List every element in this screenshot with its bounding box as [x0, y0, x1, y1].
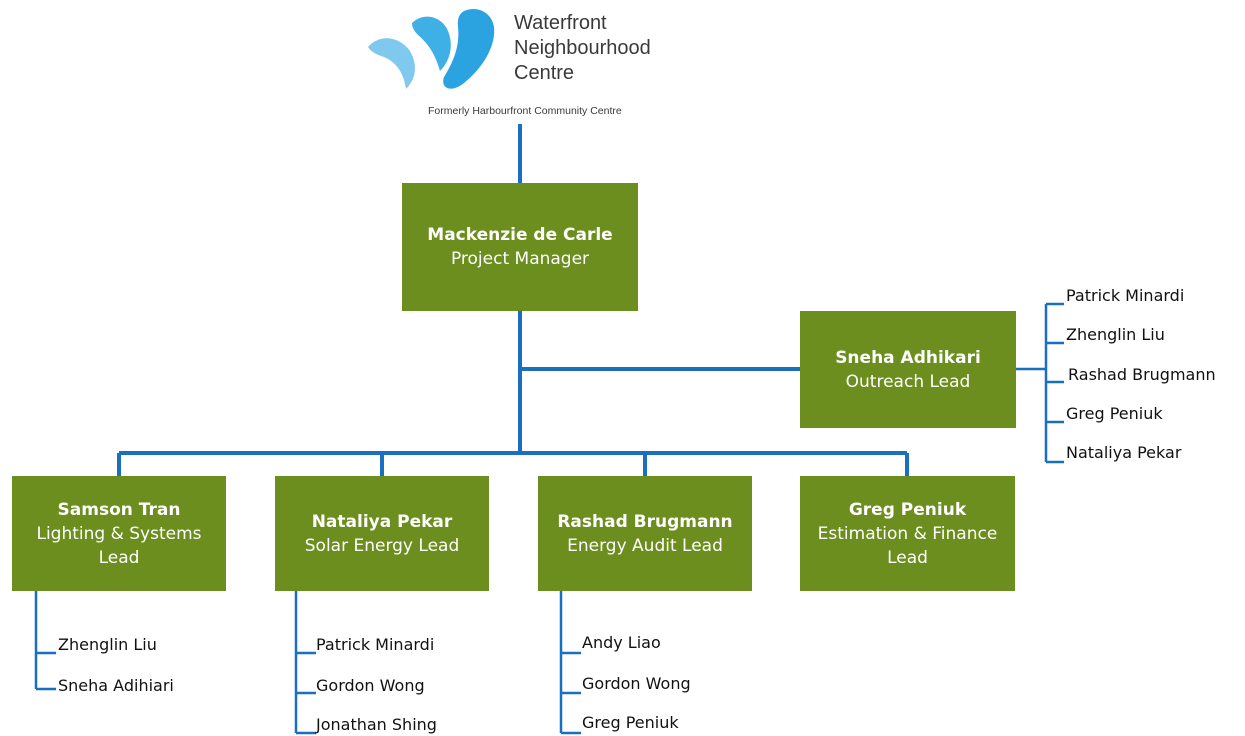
lead-role: Lighting & Systems Lead	[36, 523, 202, 568]
team-member: Gordon Wong	[316, 676, 425, 695]
lead-name: Nataliya Pekar	[311, 511, 453, 532]
outreach-lead-name: Sneha Adhikari	[835, 347, 981, 368]
team-member: Jonathan Shing	[316, 715, 437, 734]
lead-name: Samson Tran	[57, 499, 181, 520]
lead-box-energy-audit: Rashad Brugmann Energy Audit Lead	[538, 476, 752, 591]
outreach-member: Nataliya Pekar	[1066, 443, 1182, 462]
wave-logo-icon	[368, 8, 495, 89]
lead-role: Solar Energy Lead	[304, 535, 460, 556]
outreach-lead-box: Sneha Adhikari Outreach Lead	[800, 311, 1016, 428]
team-member: Andy Liao	[582, 633, 661, 652]
outreach-lead-role: Outreach Lead	[845, 371, 971, 392]
logo-text-line1: Waterfront	[514, 12, 607, 34]
manager-name: Mackenzie de Carle	[427, 225, 613, 245]
manager-box: Mackenzie de Carle Project Manager	[402, 183, 638, 311]
lead-role: Energy Audit Lead	[567, 535, 723, 556]
team-member: Gordon Wong	[582, 674, 691, 693]
team-member: Greg Peniuk	[582, 713, 679, 732]
team-member: Zhenglin Liu	[58, 635, 157, 654]
lead-box-finance: Greg Peniuk Estimation & Finance Lead	[800, 476, 1015, 591]
outreach-member: Patrick Minardi	[1066, 286, 1185, 305]
outreach-member: Rashad Brugmann	[1068, 365, 1216, 384]
outreach-member: Greg Peniuk	[1066, 404, 1163, 423]
organization-logo: Waterfront Neighbourhood Centre Formerly…	[360, 5, 690, 125]
team-member: Sneha Adihiari	[58, 676, 174, 695]
lead-box-solar: Nataliya Pekar Solar Energy Lead	[275, 476, 489, 591]
manager-role: Project Manager	[450, 249, 590, 269]
lead-role: Estimation & Finance Lead	[817, 523, 998, 568]
logo-text-line2: Neighbourhood	[514, 37, 651, 59]
lead-name: Rashad Brugmann	[557, 511, 733, 532]
lead-box-lighting: Samson Tran Lighting & Systems Lead	[12, 476, 226, 591]
logo-tagline: Formerly Harbourfront Community Centre	[428, 105, 622, 117]
lead-name: Greg Peniuk	[848, 499, 967, 520]
logo-text-line3: Centre	[514, 62, 575, 84]
team-member: Patrick Minardi	[316, 635, 435, 654]
outreach-member: Zhenglin Liu	[1066, 325, 1165, 344]
